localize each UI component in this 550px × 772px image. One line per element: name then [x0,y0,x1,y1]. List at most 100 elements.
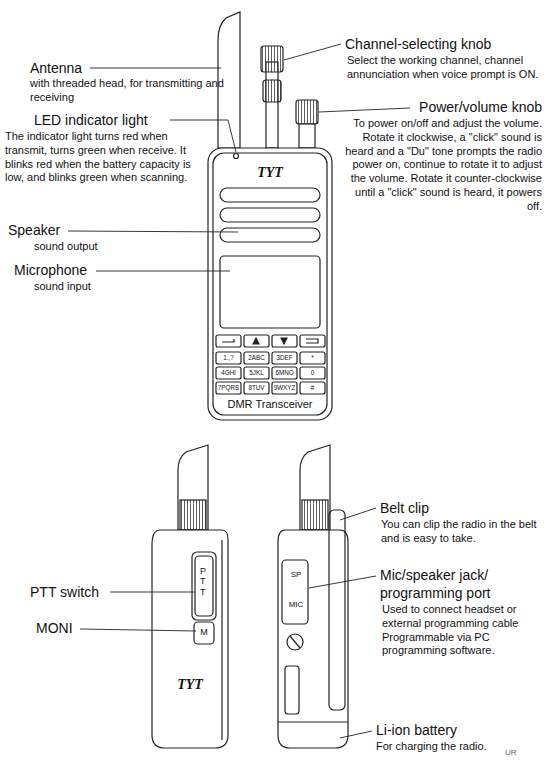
keypad [216,352,325,394]
part-note: To power on/off and adjust the volume. R… [340,117,542,213]
part-name: LED indicator light [34,112,174,130]
part-note: You can clip the radio in the belt and i… [381,518,546,546]
keypad-key [244,352,269,364]
ptt-button [195,556,213,616]
brand-logo: TYT [168,676,212,694]
button-label: M [198,627,210,638]
part-note: Used to connect headset or external prog… [382,603,545,658]
part-name: Microphone [14,262,114,280]
part-note: with threaded head, for transmitting and… [30,77,230,105]
antenna [300,445,330,530]
part-name: Channel-selecting knob [345,36,545,54]
back-icon [306,339,318,343]
right-side-view [278,445,348,748]
channel-knob-lower [263,80,281,102]
part-name: Power/volume knob [340,99,542,117]
model-text: DMR Transceiver [215,398,325,412]
knob-shaft [266,62,278,148]
part-note: Select the working channel, channel annu… [347,54,545,82]
moni-button [194,622,214,644]
part-note: The indicator light turns red when trans… [5,130,197,185]
menu-icon [222,339,234,342]
led-indicator [234,154,239,159]
keypad-key [300,352,325,364]
key-label: 2ABC [244,352,269,364]
key-label: 5JKL [244,367,269,379]
side-grip [285,666,299,714]
keypad-key [272,367,297,379]
antenna-thread [180,500,206,530]
keypad-key [300,367,325,379]
leader-line [319,108,410,112]
leader-line [340,508,376,520]
cover-screw [287,634,303,650]
watermark: UR [505,748,535,758]
part-name: Belt clip [380,500,500,518]
radio-bezel [213,153,327,415]
front-view [208,12,332,420]
jack-cover [282,560,308,624]
key-label: 7PQRS [216,382,241,394]
leader-line [80,629,196,631]
nav-key [244,335,269,347]
part-name: MONI [36,620,96,638]
power-knob [296,100,318,124]
keypad-key [244,367,269,379]
part-name: PTT switch [30,584,110,602]
side-body [278,530,348,748]
keypad-key [216,382,241,394]
keypad-key [272,352,297,364]
part-name: Antenna [30,60,150,78]
antenna [178,445,208,530]
keypad-key [216,352,241,364]
left-side-view [152,445,228,748]
side-edge [221,540,222,740]
antenna-thread [302,500,328,530]
keypad-key [300,382,325,394]
keypad-key [216,367,241,379]
display-screen [220,256,320,328]
screw-slot [290,636,300,648]
key-label: 0 [300,367,325,379]
key-label: 3DEF [272,352,297,364]
nav-key [216,335,241,347]
leader-line [284,44,341,60]
key-label: 4GHI [216,367,241,379]
part-name: Speaker [8,222,108,240]
part-name: Li-ion battery [376,722,506,740]
key-label: 1.,? [216,352,241,364]
keypad-key [272,382,297,394]
key-label: # [300,382,325,394]
nav-key [272,335,297,347]
keypad-key [244,382,269,394]
port-label: MIC [284,600,308,610]
leader-line [110,592,194,593]
nav-key [300,335,325,347]
side-body [152,530,228,748]
leader-line [68,231,238,232]
key-label: 9WXYZ [272,382,297,394]
button-label: PTT [200,566,208,597]
port-label: SP [286,570,306,580]
channel-knob [261,46,283,72]
battery-seam [278,721,348,722]
up-arrow [253,338,259,344]
part-note: sound input [34,280,134,294]
brand-logo: TYT [245,164,295,182]
ptt-button-frame [192,552,216,620]
key-label: * [300,352,325,364]
grille-slot [220,208,320,222]
leader-line [340,731,372,738]
grille-slot [220,188,320,202]
belt-clip [329,510,345,710]
power-knob-shaft [299,124,315,148]
key-label: 8TUV [244,382,269,394]
leader-line [90,68,221,69]
grille-slot [220,228,320,242]
leader-line [96,271,230,272]
part-name: Mic/speaker jack/ programming port [380,567,520,602]
radio-body [208,148,332,420]
down-arrow [281,338,287,344]
part-note: sound output [34,240,134,254]
leader-line [309,576,376,588]
